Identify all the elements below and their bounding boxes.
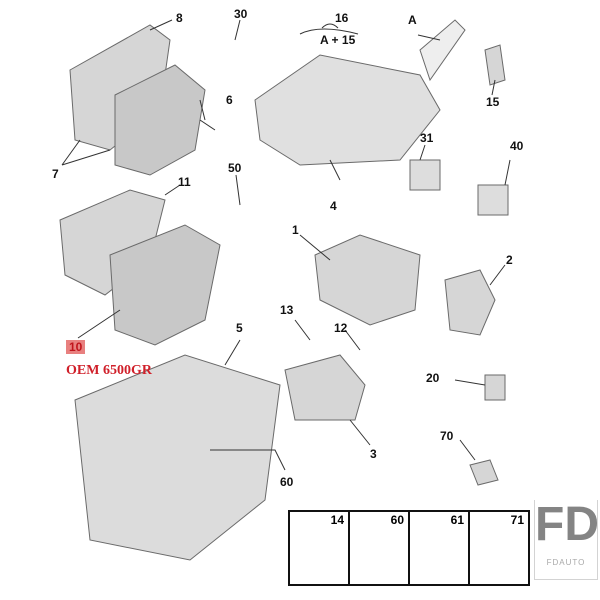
fastener-box-71: 71 bbox=[468, 510, 530, 586]
label-16: 16 bbox=[335, 11, 349, 25]
part-4-lid bbox=[254, 54, 441, 166]
label-5: 5 bbox=[236, 321, 243, 335]
watermark-logo: FD FDAUTO bbox=[534, 498, 599, 580]
label-30: 30 bbox=[234, 7, 248, 21]
label-2: 2 bbox=[506, 253, 513, 267]
label-4: 4 bbox=[330, 199, 337, 213]
part-20-relay bbox=[484, 374, 506, 401]
part-40-fuse bbox=[477, 184, 509, 216]
part-10-fusebox bbox=[109, 224, 221, 346]
part-3-block bbox=[284, 354, 366, 421]
label-12: 12 bbox=[334, 321, 348, 335]
label-a-plus-15: A + 15 bbox=[320, 33, 356, 47]
label-10-highlight: 10 bbox=[66, 340, 86, 354]
oem-number: OEM 6500GR bbox=[66, 363, 152, 378]
watermark-mark: FD bbox=[535, 498, 599, 551]
fastener-label: 71 bbox=[510, 513, 524, 527]
label-70: 70 bbox=[440, 429, 454, 443]
label-60: 60 bbox=[280, 475, 294, 489]
part-5-tray bbox=[74, 354, 281, 561]
label-3: 3 bbox=[370, 447, 377, 461]
fastener-box-61: 61 bbox=[408, 510, 470, 586]
label-31: 31 bbox=[420, 131, 434, 145]
label-6: 6 bbox=[226, 93, 233, 107]
label-20: 20 bbox=[426, 371, 440, 385]
label-7: 7 bbox=[52, 167, 59, 181]
part-70-clip bbox=[469, 459, 499, 486]
watermark-text: FDAUTO bbox=[546, 558, 586, 567]
label-15: 15 bbox=[486, 95, 500, 109]
label-1: 1 bbox=[292, 223, 299, 237]
label-11: 11 bbox=[178, 175, 191, 189]
label-8: 8 bbox=[176, 11, 183, 25]
part-31-fuse bbox=[409, 159, 441, 191]
fastener-box-60: 60 bbox=[348, 510, 410, 586]
part-7-fusebox-upper bbox=[114, 64, 206, 176]
fastener-label: 61 bbox=[450, 513, 464, 527]
part-2-relay bbox=[444, 269, 496, 336]
part-1-fusebox bbox=[314, 234, 421, 326]
label-50: 50 bbox=[228, 161, 242, 175]
fastener-label: 60 bbox=[390, 513, 404, 527]
fastener-label: 14 bbox=[330, 513, 344, 527]
part-15-fuse bbox=[484, 44, 506, 86]
label-a: A bbox=[408, 13, 417, 27]
fastener-box-14: 14 bbox=[288, 510, 350, 586]
part-a-fuse-puller bbox=[419, 19, 466, 82]
label-40: 40 bbox=[510, 139, 524, 153]
label-13: 13 bbox=[280, 303, 294, 317]
